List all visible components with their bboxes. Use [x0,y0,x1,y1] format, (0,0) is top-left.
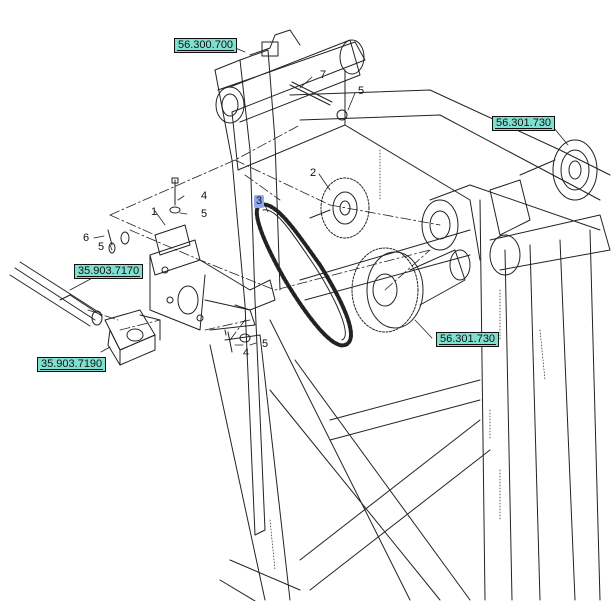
frame-detail-dots [269,149,546,571]
callout-5-left: 5 [98,241,105,253]
fasteners [107,177,251,353]
callout-3-highlighted[interactable]: 3 [254,195,265,208]
alignment-lines [87,124,441,341]
callout-4-lower: 4 [243,347,250,359]
small-sprocket [309,177,370,239]
drive-chain [254,202,353,348]
machine-frame [209,41,611,601]
callout-4-upper: 4 [201,190,208,202]
ref-label-top-right[interactable]: 56.301.730 [492,116,556,131]
ref-label-left-lower[interactable]: 35.903.7190 [37,357,107,372]
callout-6: 6 [83,232,90,244]
callout-5-top: 5 [358,85,365,97]
ref-label-left-upper[interactable]: 35.903.7170 [74,264,144,279]
callout-1: 1 [151,206,158,218]
callout-5-lower: 5 [262,338,269,350]
large-sprocket [351,247,471,333]
ref-label-middle-right[interactable]: 56.301.730 [436,332,500,347]
callout-5-upper: 5 [201,208,208,220]
right-motor-assembly [421,139,611,276]
hydraulic-hose [9,261,103,327]
callout-7: 7 [320,69,327,81]
shaft-7 [289,81,348,121]
callout-2: 2 [310,167,317,179]
mounting-bracket [149,224,276,331]
hydraulic-motor [104,309,161,366]
upper-cylinder-assembly [215,29,365,124]
ref-label-top-left[interactable]: 56.300.700 [174,38,238,53]
